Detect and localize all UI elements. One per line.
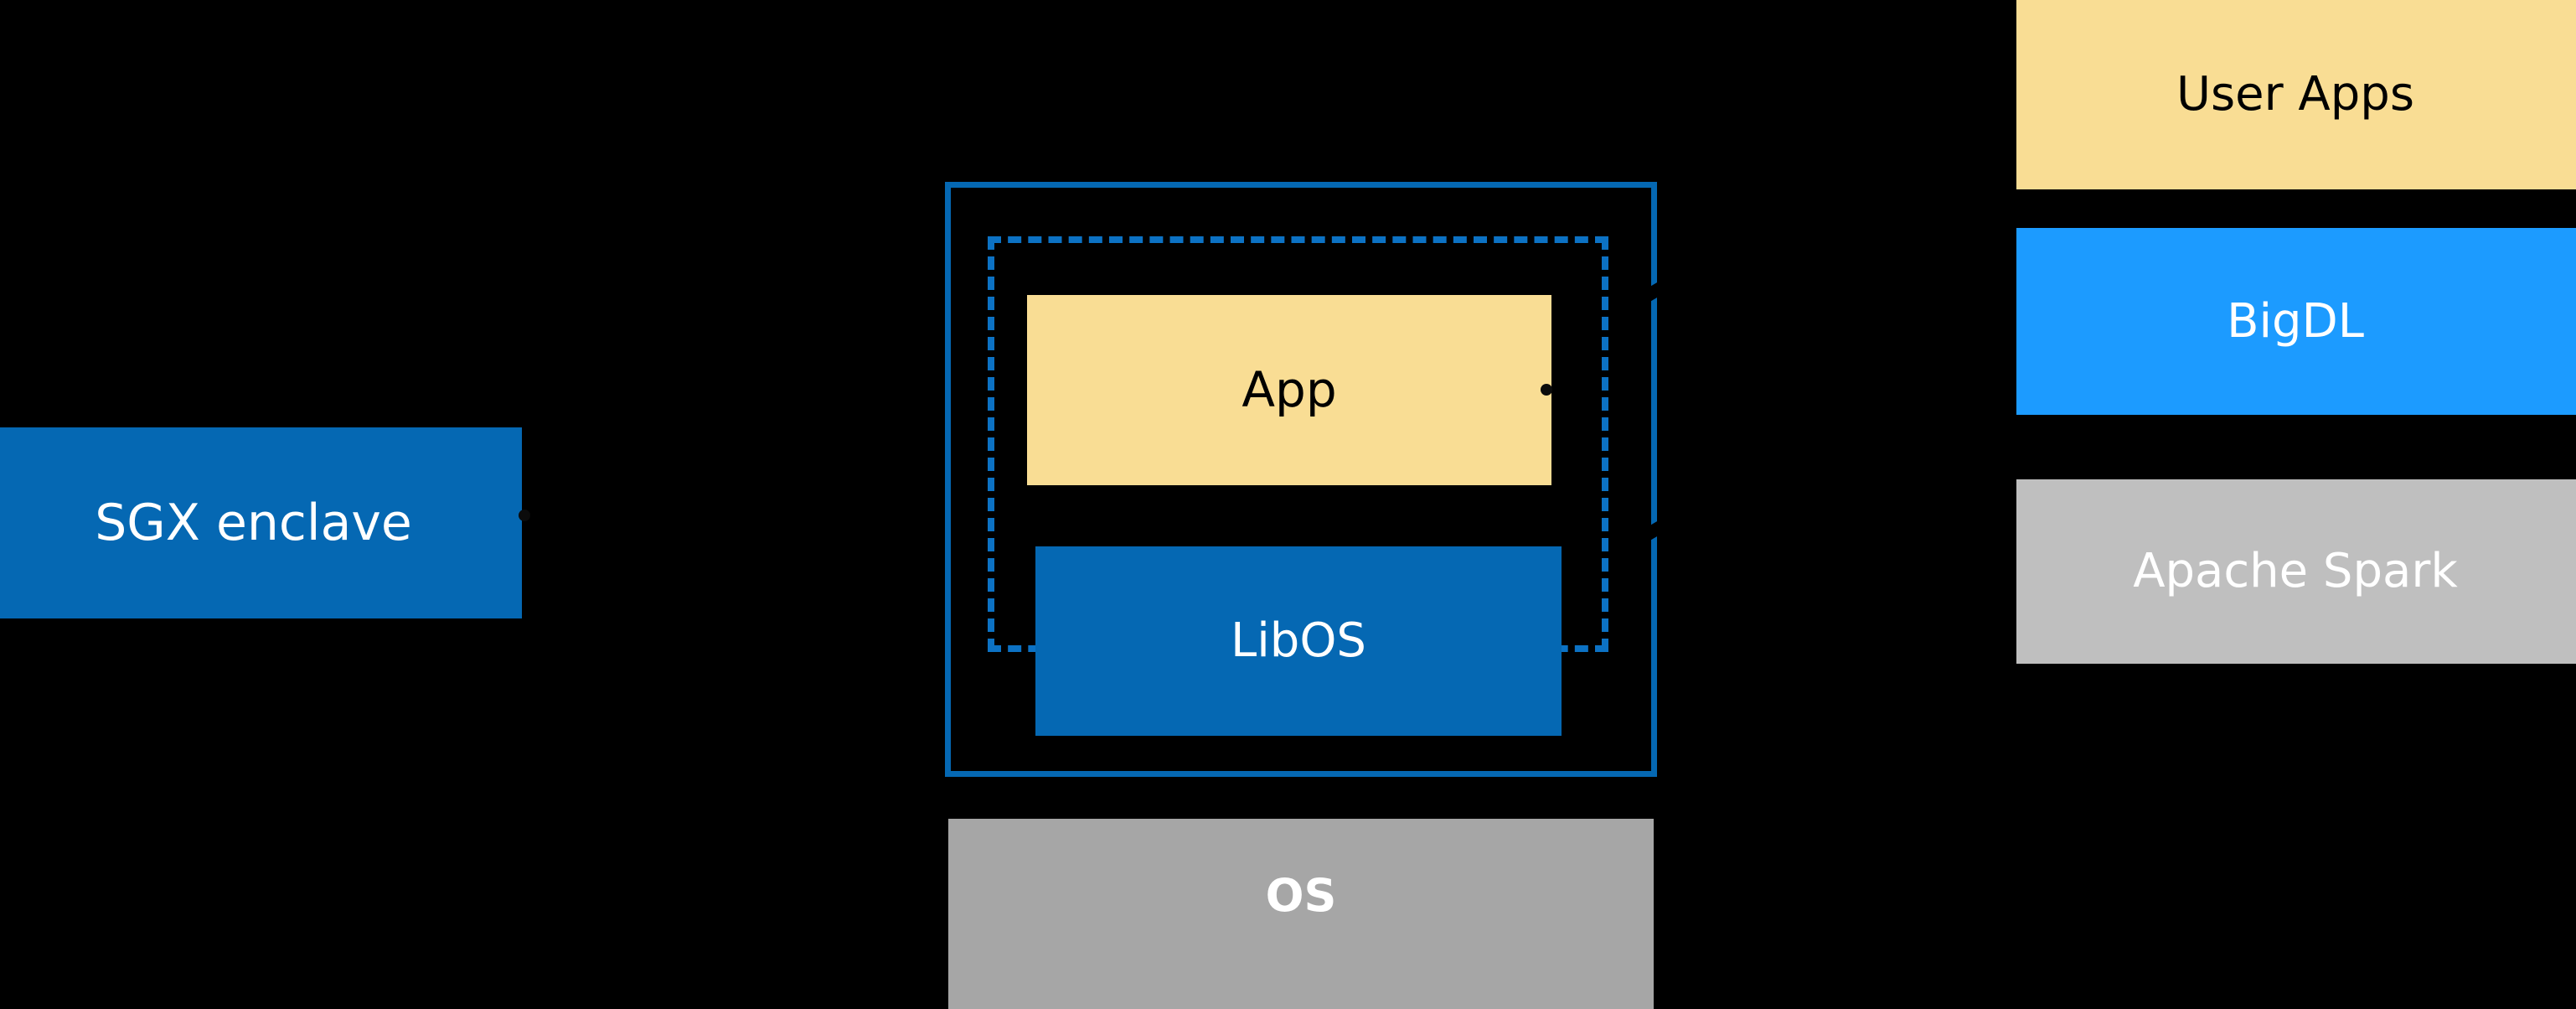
app-box[interactable]: App bbox=[1027, 295, 1551, 485]
bigdl-label: BigDL bbox=[2227, 293, 2364, 349]
libos-label: LibOS bbox=[1231, 613, 1366, 669]
libos-box[interactable]: LibOS bbox=[1035, 546, 1562, 736]
user-apps-box[interactable]: User Apps bbox=[2016, 0, 2576, 189]
apache-spark-label: Apache Spark bbox=[2133, 544, 2458, 599]
user-apps-label: User Apps bbox=[2176, 67, 2415, 122]
sgx-enclave-box[interactable]: SGX enclave bbox=[0, 427, 522, 618]
connection-dot-icon bbox=[1541, 384, 1552, 396]
connection-dot-icon bbox=[519, 510, 530, 521]
bigdl-box[interactable]: BigDL bbox=[2016, 228, 2576, 415]
os-box[interactable]: OS bbox=[948, 819, 1654, 1009]
apache-spark-box[interactable]: Apache Spark bbox=[2016, 479, 2576, 664]
os-label: OS bbox=[1265, 869, 1337, 923]
enclave-container-boundary bbox=[945, 182, 1657, 777]
app-label: App bbox=[1242, 360, 1337, 418]
sgx-enclave-label: SGX enclave bbox=[95, 494, 412, 552]
